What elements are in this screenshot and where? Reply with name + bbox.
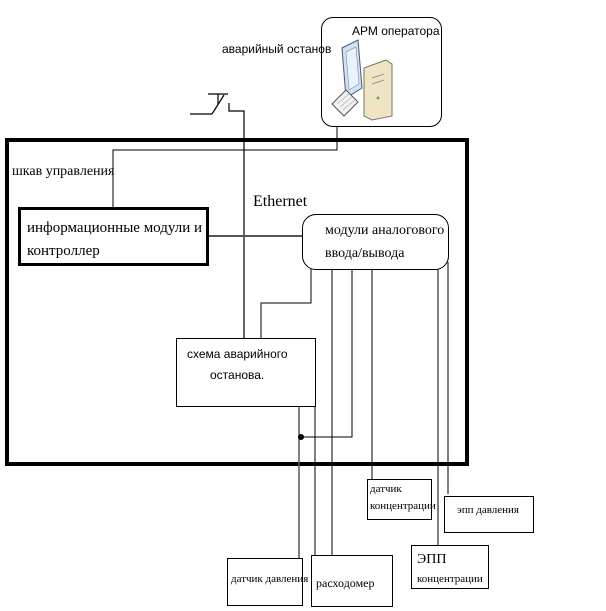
cabinet-outline [5, 138, 469, 466]
concentration-sensor-line2: концентрации [370, 500, 436, 512]
estop-circuit-line2: останова. [210, 368, 265, 382]
aio-junction-line [301, 269, 353, 438]
pressure-sensor-label: датчик давления [231, 573, 309, 585]
concentration-sensor-line1: датчик [370, 483, 402, 495]
concentration-sensor-box: датчик концентрации [367, 479, 436, 520]
concentration-epp-line1: ЭПП [417, 552, 447, 567]
concentration-epp-box: ЭПП концентрации [411, 545, 489, 589]
info-modules-box: информационные модули и контроллер [18, 207, 209, 266]
switch-icon [190, 93, 245, 340]
estop-circuit-line1: схема аварийного [187, 347, 288, 361]
flowmeter-label: расходомер [316, 576, 375, 590]
analog-io-line1: модули аналогового [325, 223, 445, 238]
ethernet-label: Ethernet [253, 193, 308, 210]
computer-workstation-icon [331, 39, 393, 121]
pressure-epp-box: эпп давления [444, 496, 534, 533]
analog-io-box: модули аналогового ввода/вывода [302, 214, 449, 270]
info-modules-line2: контроллер [27, 243, 100, 259]
concentration-epp-line2: концентрации [417, 573, 483, 585]
cabinet-label: шкав управления [12, 164, 115, 179]
junction-dot [298, 434, 304, 440]
pressure-sensor-box: датчик давления [227, 558, 308, 606]
operator-station-label: АРМ оператора [352, 24, 440, 38]
flowmeter-box: расходомер [311, 555, 393, 607]
pressure-epp-label: эпп давления [457, 504, 519, 516]
operator-link-line [112, 127, 338, 207]
estop-circuit-box: схема аварийного останова. [176, 338, 316, 407]
analog-io-line2: ввода/вывода [325, 246, 405, 261]
operator-station-box: АРМ оператора [321, 17, 442, 127]
emergency-stop-label: аварийный останов [222, 42, 332, 56]
aio-estop-line [260, 269, 312, 340]
info-modules-line1: информационные модули и [27, 220, 203, 236]
